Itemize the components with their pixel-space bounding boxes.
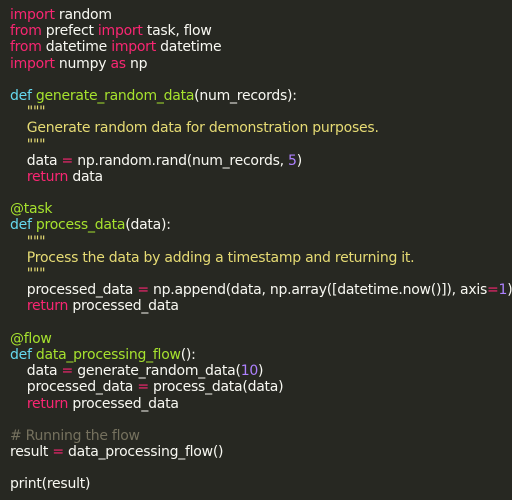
code-token: return bbox=[26, 395, 69, 412]
code-token: def bbox=[10, 346, 32, 363]
code-token: 1 bbox=[498, 282, 508, 299]
code-token: processed_data bbox=[68, 298, 179, 315]
code-token: numpy bbox=[54, 55, 111, 72]
code-token: np bbox=[125, 55, 148, 72]
code-token: (num_records): bbox=[194, 87, 297, 104]
code-token: result bbox=[10, 444, 53, 461]
code-token: import bbox=[10, 55, 55, 72]
code-line: return processed_data bbox=[10, 298, 512, 314]
code-line: print(result) bbox=[10, 476, 512, 492]
code-token: random bbox=[54, 7, 112, 23]
code-line: ​ bbox=[10, 185, 512, 201]
code-token: datetime bbox=[41, 39, 112, 56]
code-token: processed_data bbox=[10, 379, 138, 396]
code-line: processed_data = process_data(data) bbox=[10, 379, 512, 395]
code-line: result = data_processing_flow() bbox=[10, 444, 512, 460]
code-token: import bbox=[10, 7, 55, 23]
code-token: np.random.rand(num_records, bbox=[73, 152, 289, 169]
code-token: return bbox=[26, 168, 69, 185]
code-token: = bbox=[61, 363, 74, 380]
code-token: """ bbox=[10, 266, 46, 282]
code-token: = bbox=[52, 444, 64, 461]
code-token: processed_data bbox=[10, 282, 138, 299]
code-token: data bbox=[68, 168, 103, 185]
code-token: generate_random_data( bbox=[73, 363, 241, 380]
code-token: prefect bbox=[41, 23, 98, 40]
code-token: process_data(data) bbox=[148, 379, 284, 396]
code-line: @flow bbox=[10, 331, 512, 347]
code-line: processed_data = np.append(data, np.arra… bbox=[10, 282, 512, 298]
code-token: @flow bbox=[10, 330, 52, 347]
code-line: def process_data(data): bbox=[10, 217, 512, 233]
code-token: def bbox=[10, 87, 32, 104]
code-line: def generate_random_data(num_records): bbox=[10, 88, 512, 104]
code-token: data_processing_flow() bbox=[63, 444, 224, 461]
code-token: = bbox=[137, 282, 149, 299]
code-line: Process the data by adding a timestamp a… bbox=[10, 250, 512, 266]
code-token: processed_data bbox=[68, 395, 179, 412]
code-line: """ bbox=[10, 234, 512, 250]
code-line: return processed_data bbox=[10, 396, 512, 412]
code-token: Process the data by adding a timestamp a… bbox=[10, 249, 415, 266]
code-line: ​ bbox=[10, 460, 512, 476]
code-token: ) bbox=[507, 282, 512, 299]
code-line: @task bbox=[10, 201, 512, 217]
code-line: data = np.random.rand(num_records, 5) bbox=[10, 153, 512, 169]
code-token: data bbox=[10, 363, 62, 380]
code-line: import random bbox=[10, 7, 512, 23]
code-line: ​ bbox=[10, 412, 512, 428]
code-token: = bbox=[137, 379, 149, 396]
code-token: np.append(data, np.array([datetime.now()… bbox=[148, 282, 488, 299]
code-line: import numpy as np bbox=[10, 56, 512, 72]
code-token: = bbox=[487, 282, 499, 299]
code-token: from bbox=[10, 23, 42, 40]
code-token: data bbox=[10, 152, 62, 169]
code-line: ​ bbox=[10, 72, 512, 88]
code-line: """ bbox=[10, 266, 512, 282]
code-line: def data_processing_flow(): bbox=[10, 347, 512, 363]
code-token: """ bbox=[10, 136, 46, 153]
code-token: """ bbox=[10, 233, 46, 250]
code-token: print(result) bbox=[10, 476, 91, 493]
code-token: import bbox=[111, 39, 156, 56]
code-token: generate_random_data bbox=[35, 87, 195, 104]
code-token: (): bbox=[180, 346, 196, 363]
code-token: 5 bbox=[288, 152, 297, 169]
code-token: as bbox=[110, 55, 126, 72]
code-token: datetime bbox=[155, 39, 222, 56]
code-token: ) bbox=[258, 363, 264, 380]
code-token: data_processing_flow bbox=[35, 346, 181, 363]
code-line: # Running the flow bbox=[10, 428, 512, 444]
code-token bbox=[10, 396, 27, 412]
code-token: (data): bbox=[125, 217, 171, 234]
code-line: Generate random data for demonstration p… bbox=[10, 120, 512, 136]
code-token: from bbox=[10, 39, 42, 56]
code-token: # Running the flow bbox=[10, 427, 140, 444]
code-token: 10 bbox=[240, 363, 259, 380]
code-line: return data bbox=[10, 169, 512, 185]
code-line: """ bbox=[10, 137, 512, 153]
code-token: return bbox=[26, 298, 69, 315]
code-token: ) bbox=[296, 152, 302, 169]
code-token: task, flow bbox=[142, 23, 212, 40]
code-token: """ bbox=[10, 104, 46, 121]
code-line: data = generate_random_data(10) bbox=[10, 363, 512, 379]
code-token bbox=[10, 298, 27, 314]
code-token: @task bbox=[10, 201, 53, 218]
code-token: process_data bbox=[35, 217, 126, 234]
code-token: import bbox=[97, 23, 143, 40]
code-line: from prefect import task, flow bbox=[10, 23, 512, 39]
code-token: Generate random data for demonstration p… bbox=[10, 120, 379, 137]
code-token: = bbox=[61, 152, 74, 169]
code-token bbox=[10, 169, 27, 185]
code-token: def bbox=[10, 217, 32, 234]
code-line: """ bbox=[10, 104, 512, 120]
code-line: from datetime import datetime bbox=[10, 39, 512, 55]
code-line: ​ bbox=[10, 315, 512, 331]
